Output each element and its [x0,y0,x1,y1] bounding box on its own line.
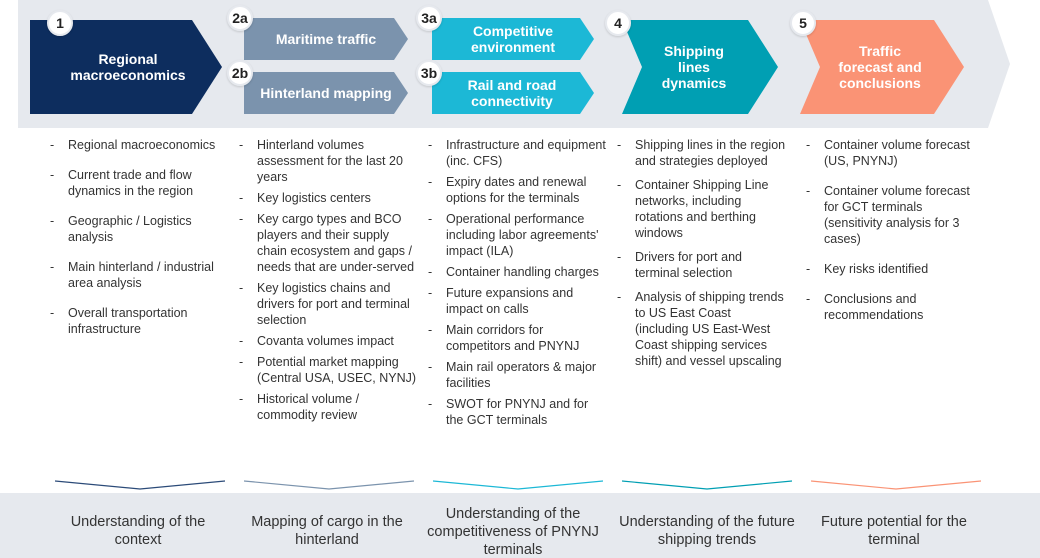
list-item: Drivers for port and terminal selection [617,249,787,281]
step-2a-chevron: Maritime traffic [244,18,408,60]
list-item: Container volume forecast (US, PNYNJ) [806,137,976,169]
step-1-number: 1 [47,10,73,36]
step-4-number: 4 [605,10,631,36]
outcome-3: Understanding of the competitiveness of … [427,506,599,558]
list-item: Covanta volumes impact [239,333,419,349]
list-item: Main hinterland / industrial area analys… [50,259,222,291]
step-2a-number: 2a [227,5,253,31]
step-5-label: Traffic forecast and conclusions [838,43,922,91]
step-3a-chevron: Competitive environment [432,18,594,60]
list-item: Main rail operators & major facilities [428,359,608,391]
list-item: Operational performance including labor … [428,211,608,259]
outcome-1: Understanding of the context [70,514,206,548]
list-item: Potential market mapping (Central USA, U… [239,354,419,386]
column-5-list: Container volume forecast (US, PNYNJ) Co… [806,137,976,337]
list-item: Future expansions and impact on calls [428,285,608,317]
list-item: Main corridors for competitors and PNYNJ [428,322,608,354]
step-1-chevron: Regional macroeconomics [30,20,222,114]
step-3b-chevron: Rail and road connectivity [432,72,594,114]
step-3b-number: 3b [416,60,442,86]
step-2b-number: 2b [227,60,253,86]
column-2-list: Hinterland volumes assessment for the la… [239,137,419,428]
step-4-label: Shipping lines dynamics [661,43,727,91]
bracket-3 [433,480,603,490]
list-item: Expiry dates and renewal options for the… [428,174,608,206]
list-item: Shipping lines in the region and strateg… [617,137,787,169]
bracket-4 [622,480,792,490]
outcome-4: Understanding of the future shipping tre… [619,514,795,548]
step-2b-chevron: Hinterland mapping [244,72,408,114]
column-3-list: Infrastructure and equipment (inc. CFS) … [428,137,608,433]
list-item: Key logistics centers [239,190,419,206]
list-item: Regional macroeconomics [50,137,222,153]
step-4-chevron: Shipping lines dynamics [622,20,778,114]
bracket-5 [811,480,981,490]
list-item: Key risks identified [806,261,976,277]
list-item: Overall transportation infrastructure [50,305,222,337]
outcome-2: Mapping of cargo in the hinterland [251,514,403,548]
bracket-1 [55,480,225,490]
list-item: Container handling charges [428,264,608,280]
bracket-2 [244,480,414,490]
step-3b-label: Rail and road connectivity [467,77,557,109]
list-item: Geographic / Logistics analysis [50,213,222,245]
step-1-label: Regional macroeconomics [70,51,186,83]
step-2b-label: Hinterland mapping [260,85,392,101]
step-3a-number: 3a [416,5,442,31]
list-item: Infrastructure and equipment (inc. CFS) [428,137,608,169]
list-item: Key cargo types and BCO players and thei… [239,211,419,275]
list-item: Key logistics chains and drivers for por… [239,280,419,328]
list-item: Hinterland volumes assessment for the la… [239,137,419,185]
step-3a-label: Competitive environment [470,23,555,55]
list-item: Container volume forecast for GCT termin… [806,183,976,247]
list-item: Historical volume / commodity review [239,391,419,423]
column-4-list: Shipping lines in the region and strateg… [617,137,787,377]
step-2a-label: Maritime traffic [275,31,377,47]
list-item: Conclusions and recommendations [806,291,976,323]
list-item: SWOT for PNYNJ and for the GCT terminals [428,396,608,428]
list-item: Container Shipping Line networks, includ… [617,177,787,241]
outcome-5: Future potential for the terminal [821,514,967,548]
column-1-list: Regional macroeconomics Current trade an… [50,137,222,351]
outcomes-band [0,493,1040,558]
list-item: Analysis of shipping trends to US East C… [617,289,787,369]
step-5-number: 5 [790,10,816,36]
list-item: Current trade and flow dynamics in the r… [50,167,222,199]
step-5-chevron: Traffic forecast and conclusions [800,20,964,114]
